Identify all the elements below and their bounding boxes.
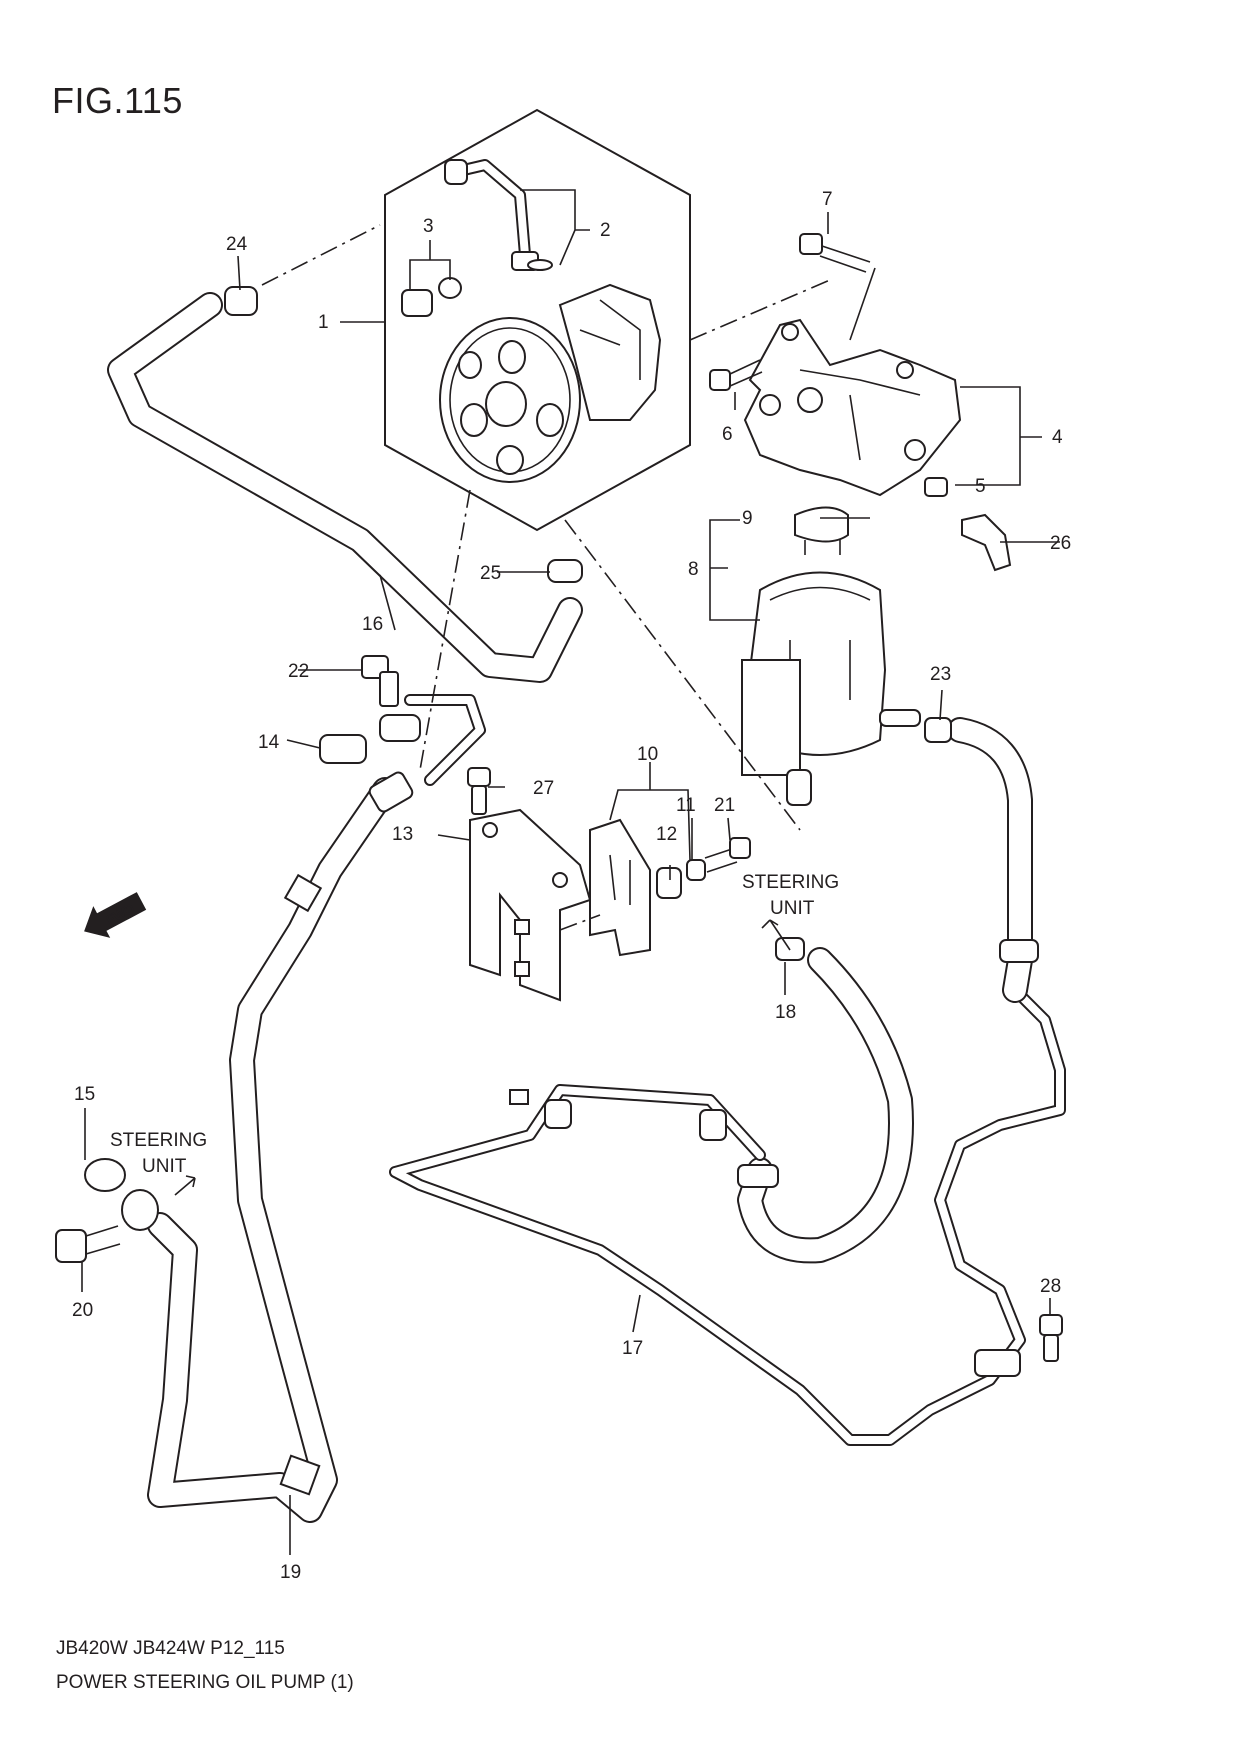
washer-15: [84, 1158, 126, 1192]
callout-17: 17: [622, 1338, 643, 1359]
bolt-21: [729, 837, 751, 859]
bracket-13: [469, 808, 592, 1002]
callout-6: 6: [722, 424, 733, 445]
callout-2: 2: [600, 220, 611, 241]
steering-unit-right-line1: STEERING: [742, 872, 839, 893]
figure-title: FIG.115: [52, 80, 183, 121]
bracket-10: [589, 818, 651, 957]
callout-24: 24: [226, 234, 248, 255]
clamp-23: [924, 717, 952, 743]
callout-3: 3: [423, 216, 434, 237]
callout-15: 15: [74, 1084, 95, 1105]
callout-5: 5: [975, 476, 986, 497]
clamp-25: [547, 559, 583, 583]
callout-4: 4: [1052, 427, 1063, 448]
callout-21: 21: [714, 795, 735, 816]
callout-13: 13: [392, 824, 413, 845]
figure-footer-code: JB420W JB424W P12_115: [56, 1638, 285, 1659]
steering-unit-right-line2: UNIT: [770, 898, 815, 919]
callout-20: 20: [72, 1300, 93, 1321]
steering-unit-left-line1: STEERING: [110, 1130, 207, 1151]
plug-3: [401, 289, 433, 317]
figure-caption: POWER STEERING OIL PUMP (1): [56, 1672, 354, 1693]
callout-26: 26: [1050, 533, 1071, 554]
bolt-6-head: [709, 369, 731, 391]
callout-28: 28: [1040, 1276, 1061, 1297]
callout-23: 23: [930, 664, 951, 685]
callout-8: 8: [688, 559, 699, 580]
union-fitting: [121, 1189, 159, 1231]
reservoir-mount: [741, 659, 801, 776]
callout-18: 18: [775, 1002, 796, 1023]
clip-28: [974, 1349, 1021, 1377]
o-ring-3: [438, 277, 462, 299]
grommet-12: [656, 867, 682, 899]
clamp-26: [961, 513, 1012, 572]
fwd-arrow-icon: FWD: [84, 892, 147, 938]
clamp-24: [224, 286, 258, 316]
callout-12: 12: [656, 824, 677, 845]
collar-11: [686, 859, 706, 881]
o-ring-2: [527, 259, 553, 271]
reservoir-cap: [794, 506, 849, 543]
leader-lines: [81, 189, 1060, 1555]
union-14: [319, 734, 367, 764]
bolt-7-head: [799, 233, 823, 255]
callout-22: 22: [288, 661, 309, 682]
callout-16: 16: [362, 614, 383, 635]
steering-unit-left-line2: UNIT: [142, 1156, 187, 1177]
pump-assembly-frame: [384, 108, 691, 532]
callout-10: 10: [637, 744, 658, 765]
callout-25: 25: [480, 563, 501, 584]
bolt-28: [1039, 1314, 1063, 1336]
bolt-27: [467, 767, 491, 787]
bolt-20-head: [55, 1229, 87, 1263]
pump-pulley: [439, 317, 581, 483]
pipe-fitting: [444, 159, 468, 185]
callout-19: 19: [280, 1562, 301, 1583]
pump-body: [558, 283, 662, 421]
callout-14: 14: [258, 732, 280, 753]
callout-7: 7: [822, 189, 833, 210]
callout-1: 1: [318, 312, 329, 333]
spacer-5: [924, 477, 948, 497]
callout-9: 9: [742, 508, 753, 529]
callout-11: 11: [676, 795, 696, 816]
callout-27: 27: [533, 778, 554, 799]
